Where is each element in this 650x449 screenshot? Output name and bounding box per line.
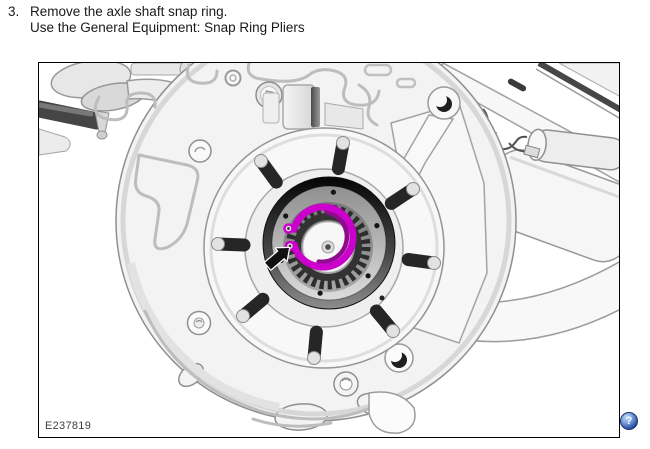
figure-frame: E237819: [38, 62, 620, 438]
help-icon[interactable]: ?: [620, 412, 638, 430]
wheel-studs: [211, 136, 441, 365]
procedure-step: 3. Remove the axle shaft snap ring. Use …: [8, 4, 305, 36]
step-equipment-note: Use the General Equipment: Snap Ring Pli…: [30, 20, 305, 35]
help-glyph: ?: [625, 415, 633, 427]
hub-assembly-illustration: [39, 63, 619, 434]
plate-bolt: [186, 310, 212, 336]
step-instruction: Remove the axle shaft snap ring.: [30, 4, 228, 19]
snap-ring-highlight: [283, 203, 357, 271]
step-number: 3.: [8, 4, 20, 19]
direction-arrow: [263, 246, 291, 271]
figure-code-label: E237819: [45, 420, 92, 432]
plate-bolt: [188, 139, 212, 163]
caliper-bracket: [262, 84, 364, 130]
